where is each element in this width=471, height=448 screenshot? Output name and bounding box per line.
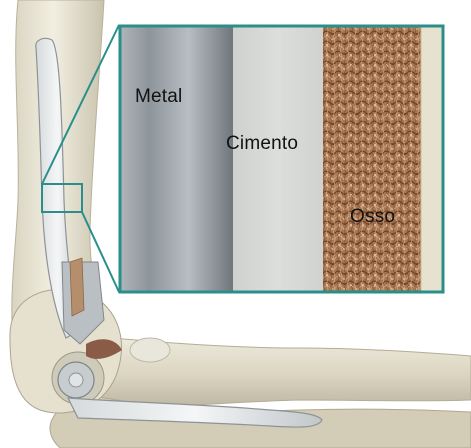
magnified-inset (121, 27, 442, 291)
inset-cement-layer (233, 27, 323, 291)
inset-bone-surface (421, 27, 442, 291)
label-metal: Metal (135, 86, 182, 108)
label-bone: Osso (350, 206, 395, 228)
inset-bone-layer-detail (323, 27, 421, 291)
bone-graft (70, 258, 84, 316)
hinge-pin (69, 373, 83, 387)
label-cement: Cimento (226, 133, 298, 155)
inset-metal-layer (121, 27, 233, 291)
olecranon (130, 338, 170, 362)
